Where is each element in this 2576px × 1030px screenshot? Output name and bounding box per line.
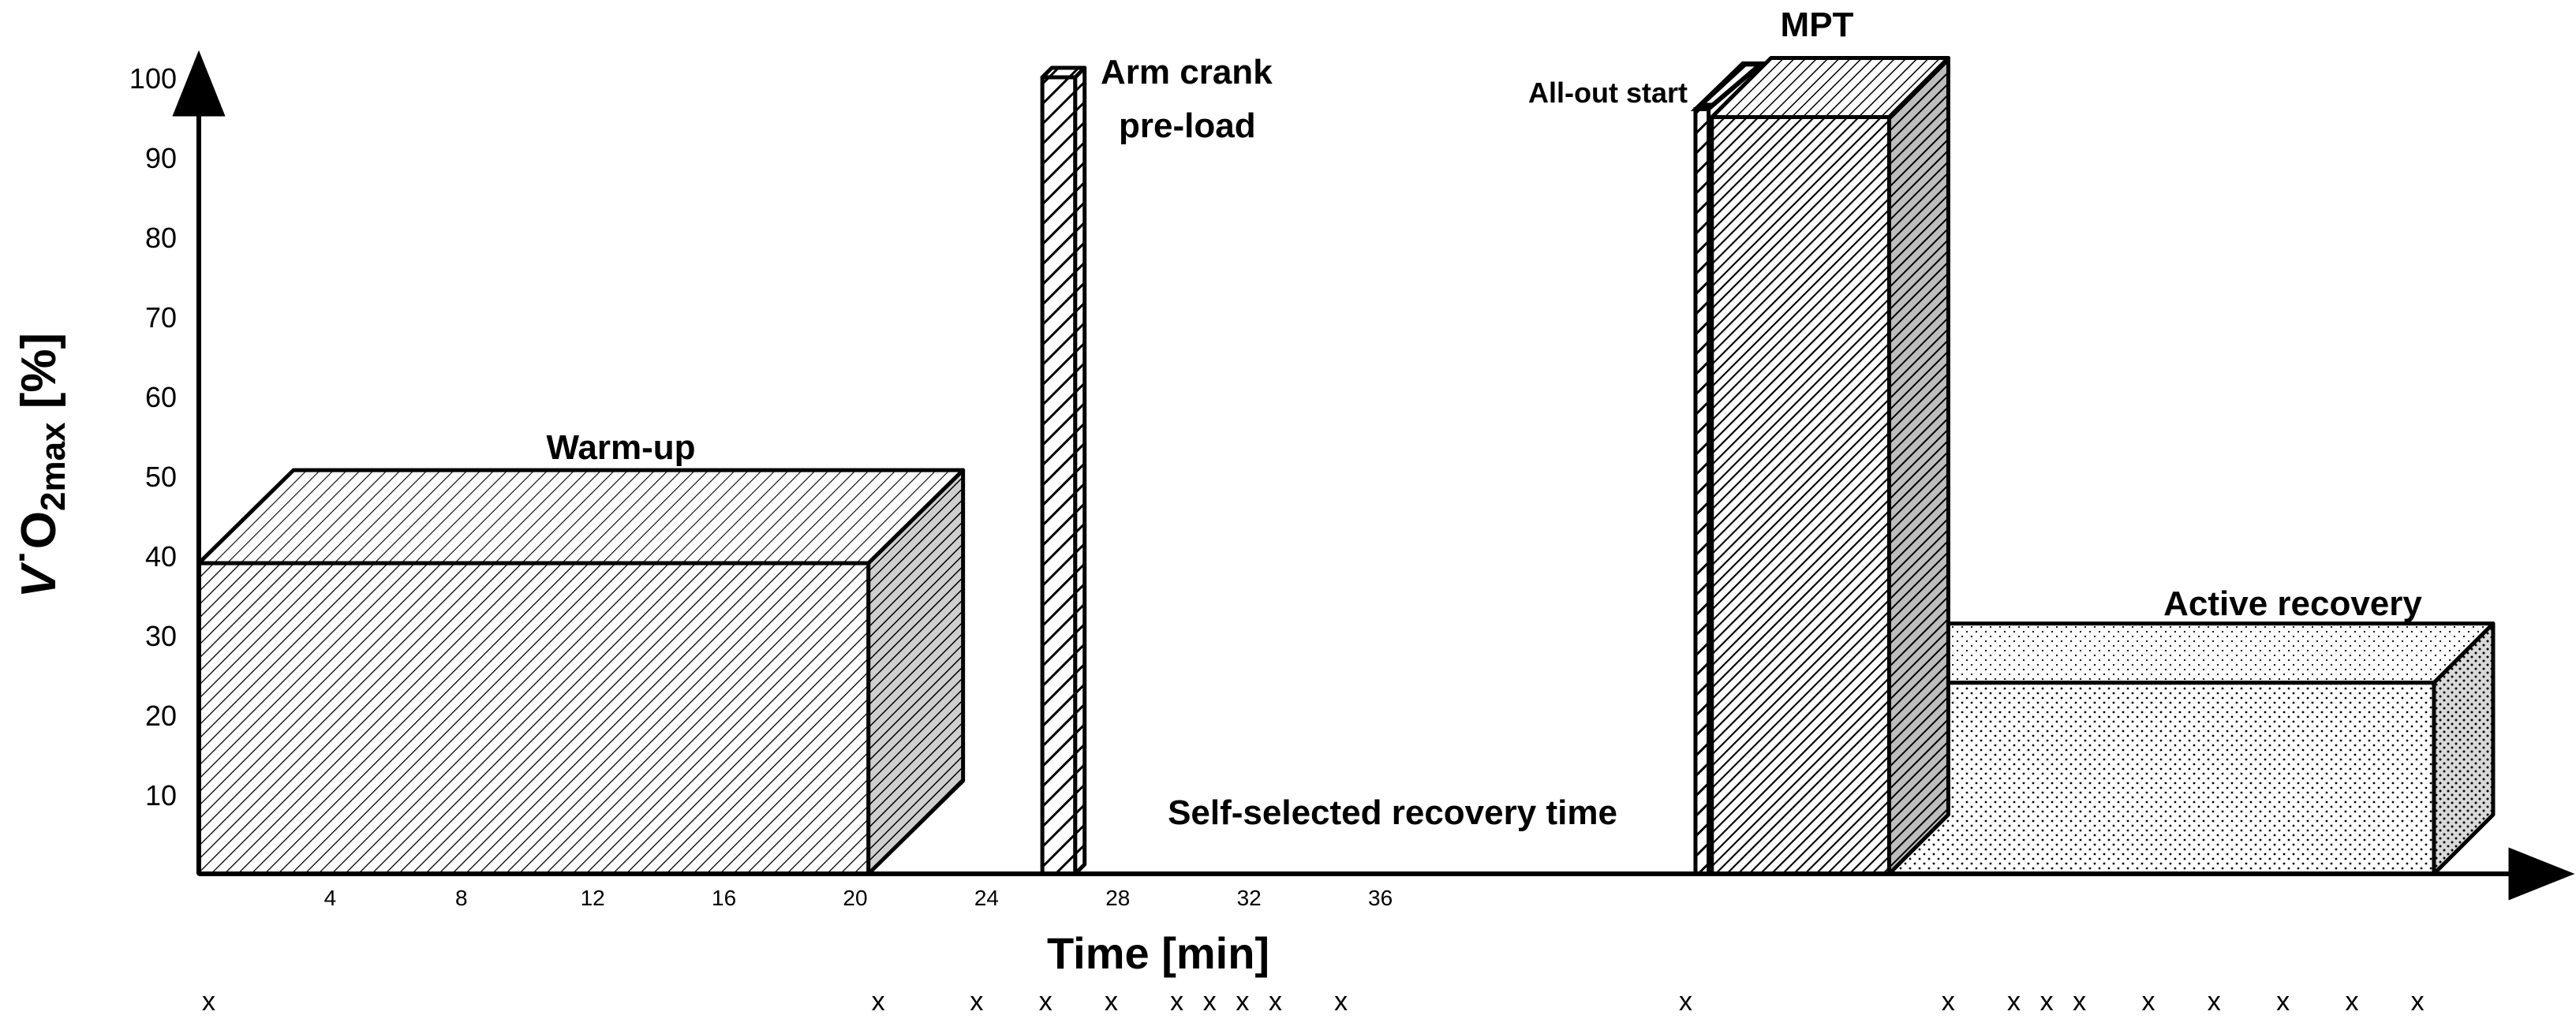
y-tick-label: 100 [129,62,177,95]
arm-crank-block [1040,65,1087,876]
y-axis-ticks: 10 20 30 40 50 60 70 80 90 100 [129,62,177,812]
mpt-label: MPT [1781,6,1854,44]
y-tick-label: 90 [145,142,177,174]
active-recovery-block [1886,621,2496,876]
mpt-block [1710,56,1950,876]
all-out-start-block [1690,61,1768,876]
measurement-marker: x [1170,987,1183,1017]
all-out-start-label: All-out start [1528,77,1688,109]
x-tick-label: 36 [1368,886,1393,910]
measurement-marker: x [202,987,215,1017]
warm-up-top-face [196,468,966,565]
measurement-marker: x [1269,987,1282,1017]
measurement-marker: x [2345,987,2358,1017]
measurement-marker: x [1039,987,1052,1017]
y-tick-label: 60 [145,381,177,413]
x-tick-label: 4 [324,886,337,910]
x-axis-title: Time [min] [1047,928,1269,978]
measurement-marker: x [1203,987,1217,1017]
mpt-side-face [1886,56,1950,876]
warm-up-front-face [196,561,871,876]
arm-crank-front-face [1040,75,1078,876]
self-selected-recovery-label: Self-selected recovery time [1168,793,1617,832]
active-recovery-label: Active recovery [2163,584,2422,623]
warm-up-block [196,468,966,876]
all-out-start-top-highlight [1706,66,1755,103]
measurement-marker: x [1679,987,1692,1017]
warm-up-label: Warm-up [546,428,695,467]
x-tick-label: 32 [1237,886,1262,910]
measurement-marker: x [970,987,983,1017]
y-tick-label: 20 [145,700,177,732]
x-tick-label: 24 [974,886,999,910]
measurement-marker: x [1236,987,1249,1017]
x-tick-label: 16 [712,886,736,910]
measurement-marker: x [1334,987,1348,1017]
y-tick-label: 30 [145,620,177,652]
measurement-marker: x [1942,987,1955,1017]
protocol-blocks [196,56,2496,876]
active-recovery-top-face [1886,621,2496,685]
arm-crank-label-line2: pre-load [1119,106,1256,145]
arm-crank-label-line1: Arm crank [1101,53,1273,91]
y-axis-title: V˙O2max [%] [12,333,73,598]
measurement-marker: x [2142,987,2155,1017]
x-tick-label: 8 [455,886,468,910]
measurement-marker: x [872,987,885,1017]
y-tick-label: 10 [145,779,177,812]
mpt-front-face [1710,115,1891,876]
measurement-marker: x [2276,987,2290,1017]
measurement-marker: x [2411,987,2425,1017]
y-tick-label: 40 [145,540,177,573]
y-tick-label: 50 [145,461,177,493]
measurement-marker: x [2073,987,2086,1017]
measurement-marker: x [1105,987,1118,1017]
active-recovery-front-face [1886,681,2436,876]
all-out-start-front-face [1693,106,1711,876]
measurement-marker: x [2208,987,2221,1017]
y-tick-label: 70 [145,301,177,334]
x-tick-label: 28 [1105,886,1130,910]
measurement-marker: x [2007,987,2021,1017]
x-tick-label: 20 [843,886,867,910]
y-tick-label: 80 [145,222,177,254]
x-axis-ticks: 4 8 12 16 20 24 28 32 36 [324,886,1393,910]
x-tick-label: 12 [581,886,605,910]
measurement-marker: x [2040,987,2054,1017]
